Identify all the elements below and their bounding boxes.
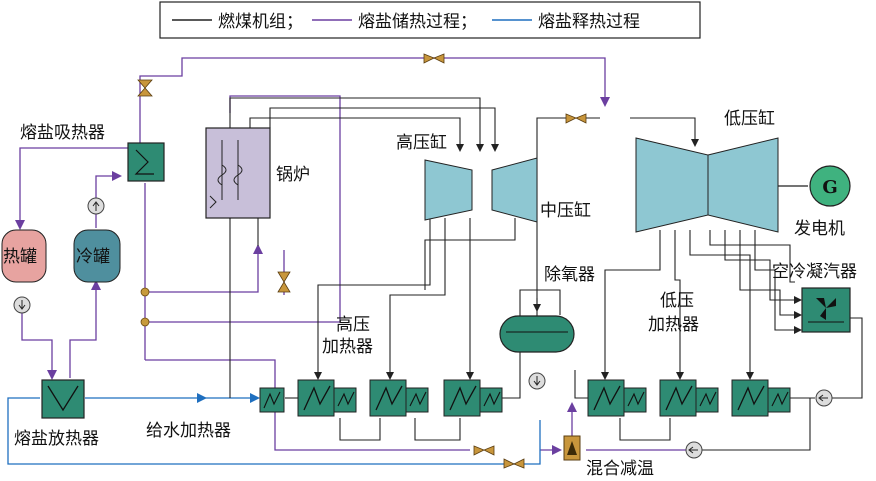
hot-tank (1, 229, 47, 283)
label-air-condenser: 空冷凝汽器 (772, 262, 857, 282)
label-hot-tank: 热罐 (3, 247, 37, 267)
valve-bottom-1 (473, 445, 495, 456)
salt-releaser (41, 379, 85, 419)
lp-heater-1 (587, 379, 647, 417)
label-boiler: 锅炉 (276, 165, 310, 185)
deaerator (499, 298, 575, 353)
hp-heater-2 (369, 379, 429, 417)
label-deaerator: 除氧器 (544, 265, 595, 285)
air-condenser (801, 287, 851, 333)
boiler (205, 127, 271, 219)
cold-tank (73, 229, 121, 283)
lp-heater-2 (659, 379, 719, 417)
label-mixing-desuperheater: 混合减温 (586, 459, 654, 479)
hp-heater-1 (297, 379, 357, 417)
legend: 燃煤机组； 熔盐储热过程； 熔盐释热过程 (159, 1, 701, 39)
label-cold-tank: 冷罐 (76, 247, 110, 267)
lp-turbine (635, 137, 779, 233)
label-generator: 发电机 (794, 219, 845, 239)
lp-heater-3 (731, 379, 791, 417)
label-lp-heater-1: 低压 (660, 291, 694, 311)
mixing-desuperheater (563, 435, 581, 461)
valve-boiler (277, 271, 291, 293)
label-hp-cylinder: 高压缸 (396, 132, 447, 153)
label-salt-absorber: 熔盐吸热器 (20, 123, 105, 143)
pump-drain (685, 441, 703, 459)
salt-absorber (127, 142, 165, 182)
label-salt-releaser: 熔盐放热器 (14, 429, 99, 449)
label-lp-cylinder: 低压缸 (724, 108, 775, 129)
feedwater-heater (259, 387, 285, 413)
pump-cold (87, 197, 105, 215)
label-hp-heater-2: 加热器 (322, 337, 373, 357)
release-piping (7, 393, 541, 465)
valve-top (423, 53, 445, 64)
junctions (140, 287, 150, 327)
legend-label-coal: 燃煤机组； (218, 12, 303, 32)
label-lp-heater-2: 加热器 (648, 315, 699, 335)
generator: G (809, 165, 851, 207)
valve-bottom-2 (503, 458, 525, 469)
generator-symbol: G (822, 177, 837, 198)
legend-label-storage: 熔盐储热过程； (358, 12, 477, 32)
legend-label-release: 熔盐释热过程 (538, 12, 640, 32)
label-ip-cylinder: 中压缸 (540, 200, 591, 221)
pump-deaerator (528, 372, 546, 390)
ip-turbine (491, 157, 538, 223)
valve-lp-inlet (565, 113, 587, 124)
valve-absorber-top (137, 79, 153, 97)
label-hp-heater-1: 高压 (336, 315, 370, 335)
hp-turbine (424, 159, 473, 221)
pump-condensate (815, 389, 833, 407)
pump-hot (13, 296, 31, 314)
label-feedwater-heater: 给水加热器 (146, 421, 231, 441)
hp-heater-3 (443, 379, 503, 417)
